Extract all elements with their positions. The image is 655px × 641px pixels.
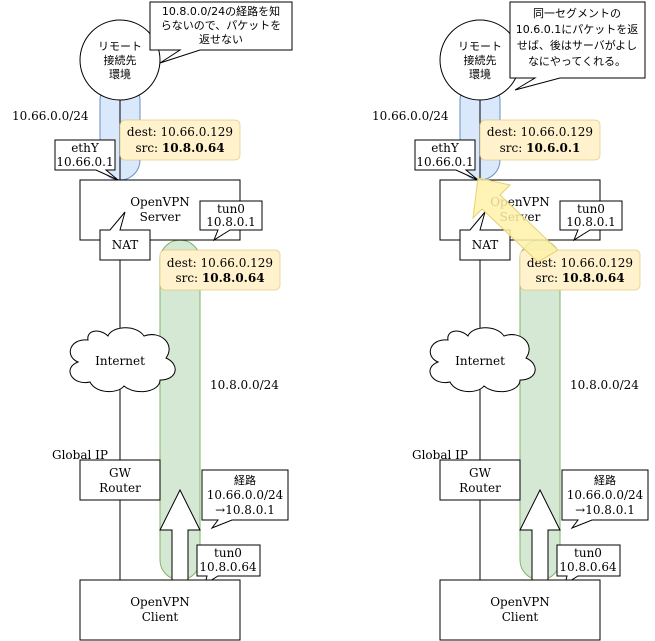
tun0-client-ip: 10.8.0.64 (199, 560, 257, 574)
packet-top-src: src: 10.8.0.64 (135, 141, 224, 155)
vpn-network-label: 10.8.0.0/24 (570, 378, 639, 392)
router-label-2: Router (99, 481, 141, 495)
internet-cloud (69, 327, 176, 393)
ethy-name: ethY (71, 141, 100, 155)
gw-router-node (79, 459, 161, 501)
ethy-ip: 10.66.0.1 (56, 155, 113, 169)
remote-network-label: 10.66.0.0/24 (12, 109, 89, 123)
nat-label: NAT (472, 238, 499, 252)
gw-router-node (439, 459, 521, 501)
callout-line-4: なにやってくれる。 (528, 55, 626, 68)
route-gateway: →10.8.0.1 (215, 503, 275, 517)
tun0-server-ip: 10.8.0.1 (566, 215, 616, 229)
route-callout (201, 469, 289, 530)
callout-line-2: 10.6.0.1にパケットを返 (516, 23, 638, 36)
client-label-1: OpenVPN (490, 595, 550, 609)
tun0-server-callout (199, 200, 263, 242)
route-title: 経路 (234, 474, 256, 487)
server-label-2: Server (140, 210, 181, 224)
global-ip-label: Global IP (52, 448, 108, 462)
openvpn-client-node (79, 579, 241, 641)
packet-top-src-prefix: src: (500, 141, 526, 155)
tun0-server-name: tun0 (577, 202, 605, 216)
packet-top-dest: dest: 10.66.0.129 (487, 125, 593, 139)
router-label-1: GW (469, 466, 492, 480)
nat-callout (99, 211, 151, 261)
remote-label-2: 接続先 (464, 53, 497, 67)
tun0-server-ip: 10.8.0.1 (206, 215, 256, 229)
callout-line-3: 返せない (199, 33, 243, 46)
packet-top-src: src: 10.6.0.1 (500, 141, 581, 155)
remote-label-2: 接続先 (104, 53, 137, 67)
callout-line-1: 10.8.0.0/24の経路を知 (162, 4, 280, 18)
packet-mid-src: src: 10.8.0.64 (535, 271, 624, 285)
router-label-2: Router (459, 481, 501, 495)
openvpn-client-node (439, 579, 601, 641)
packet-mid-src-prefix: src: (175, 271, 201, 285)
packet-mid-src: src: 10.8.0.64 (175, 271, 264, 285)
callout-line-3: せば、後はサーバがよし (517, 38, 637, 52)
packet-mid (159, 249, 281, 291)
tun0-client-ip: 10.8.0.64 (559, 560, 617, 574)
route-destination: 10.66.0.0/24 (207, 488, 284, 502)
ethy-callout (54, 139, 119, 181)
callout-box (149, 1, 293, 64)
packet-mid-src-value: 10.8.0.64 (562, 271, 625, 285)
nat-callout (459, 211, 511, 261)
internet-label: Internet (95, 354, 145, 368)
ethy-ip: 10.66.0.1 (416, 155, 473, 169)
route-callout (561, 469, 649, 530)
route-title: 経路 (594, 474, 616, 487)
tun0-client-name: tun0 (214, 546, 242, 560)
remote-label-1: リモート (458, 40, 502, 53)
packet-top-src-value: 10.8.0.64 (162, 141, 225, 155)
global-ip-label: Global IP (412, 448, 468, 462)
server-label-1: OpenVPN (130, 195, 190, 209)
packet-top (119, 119, 241, 161)
packet-mid-dest: dest: 10.66.0.129 (527, 256, 633, 270)
remote-label-3: 環境 (109, 67, 131, 81)
vpn-network-label: 10.8.0.0/24 (210, 378, 279, 392)
client-label-1: OpenVPN (130, 595, 190, 609)
nat-label: NAT (112, 238, 139, 252)
return-path-arrow (472, 177, 559, 263)
router-label-1: GW (109, 466, 132, 480)
internet-label: Internet (455, 354, 505, 368)
packet-top-dest: dest: 10.66.0.129 (127, 125, 233, 139)
tun0-client-name: tun0 (574, 546, 602, 560)
callout-line-1: 同一セグメントの (533, 6, 621, 20)
remote-network-label: 10.66.0.0/24 (372, 109, 449, 123)
route-gateway: →10.8.0.1 (575, 503, 635, 517)
packet-mid-src-value: 10.8.0.64 (202, 271, 265, 285)
left-panel: リモート 接続先 環境 10.8.0.0/24の経路を知 らないので、パケットを… (12, 1, 293, 641)
remote-label-3: 環境 (469, 67, 491, 81)
callout-box (509, 1, 646, 91)
remote-environment-node (79, 19, 161, 101)
right-panel: リモート 接続先 環境 同一セグメントの 10.6.0.1にパケットを返 せば、… (372, 1, 649, 641)
ethy-name: ethY (431, 141, 460, 155)
route-destination: 10.66.0.0/24 (567, 488, 644, 502)
remote-label-1: リモート (98, 40, 142, 53)
packet-mid (519, 249, 641, 291)
client-label-2: Client (142, 610, 179, 624)
tun0-server-callout (559, 200, 623, 242)
ethy-callout (414, 139, 479, 181)
internet-cloud (429, 327, 536, 393)
packet-top (479, 119, 601, 161)
packet-top-src-prefix: src: (135, 141, 161, 155)
packet-mid-src-prefix: src: (535, 271, 561, 285)
tun0-server-name: tun0 (217, 202, 245, 216)
packet-top-src-value: 10.6.0.1 (526, 141, 580, 155)
callout-line-2: らないので、パケットを (161, 19, 282, 32)
client-label-2: Client (502, 610, 539, 624)
packet-mid-dest: dest: 10.66.0.129 (167, 256, 273, 270)
